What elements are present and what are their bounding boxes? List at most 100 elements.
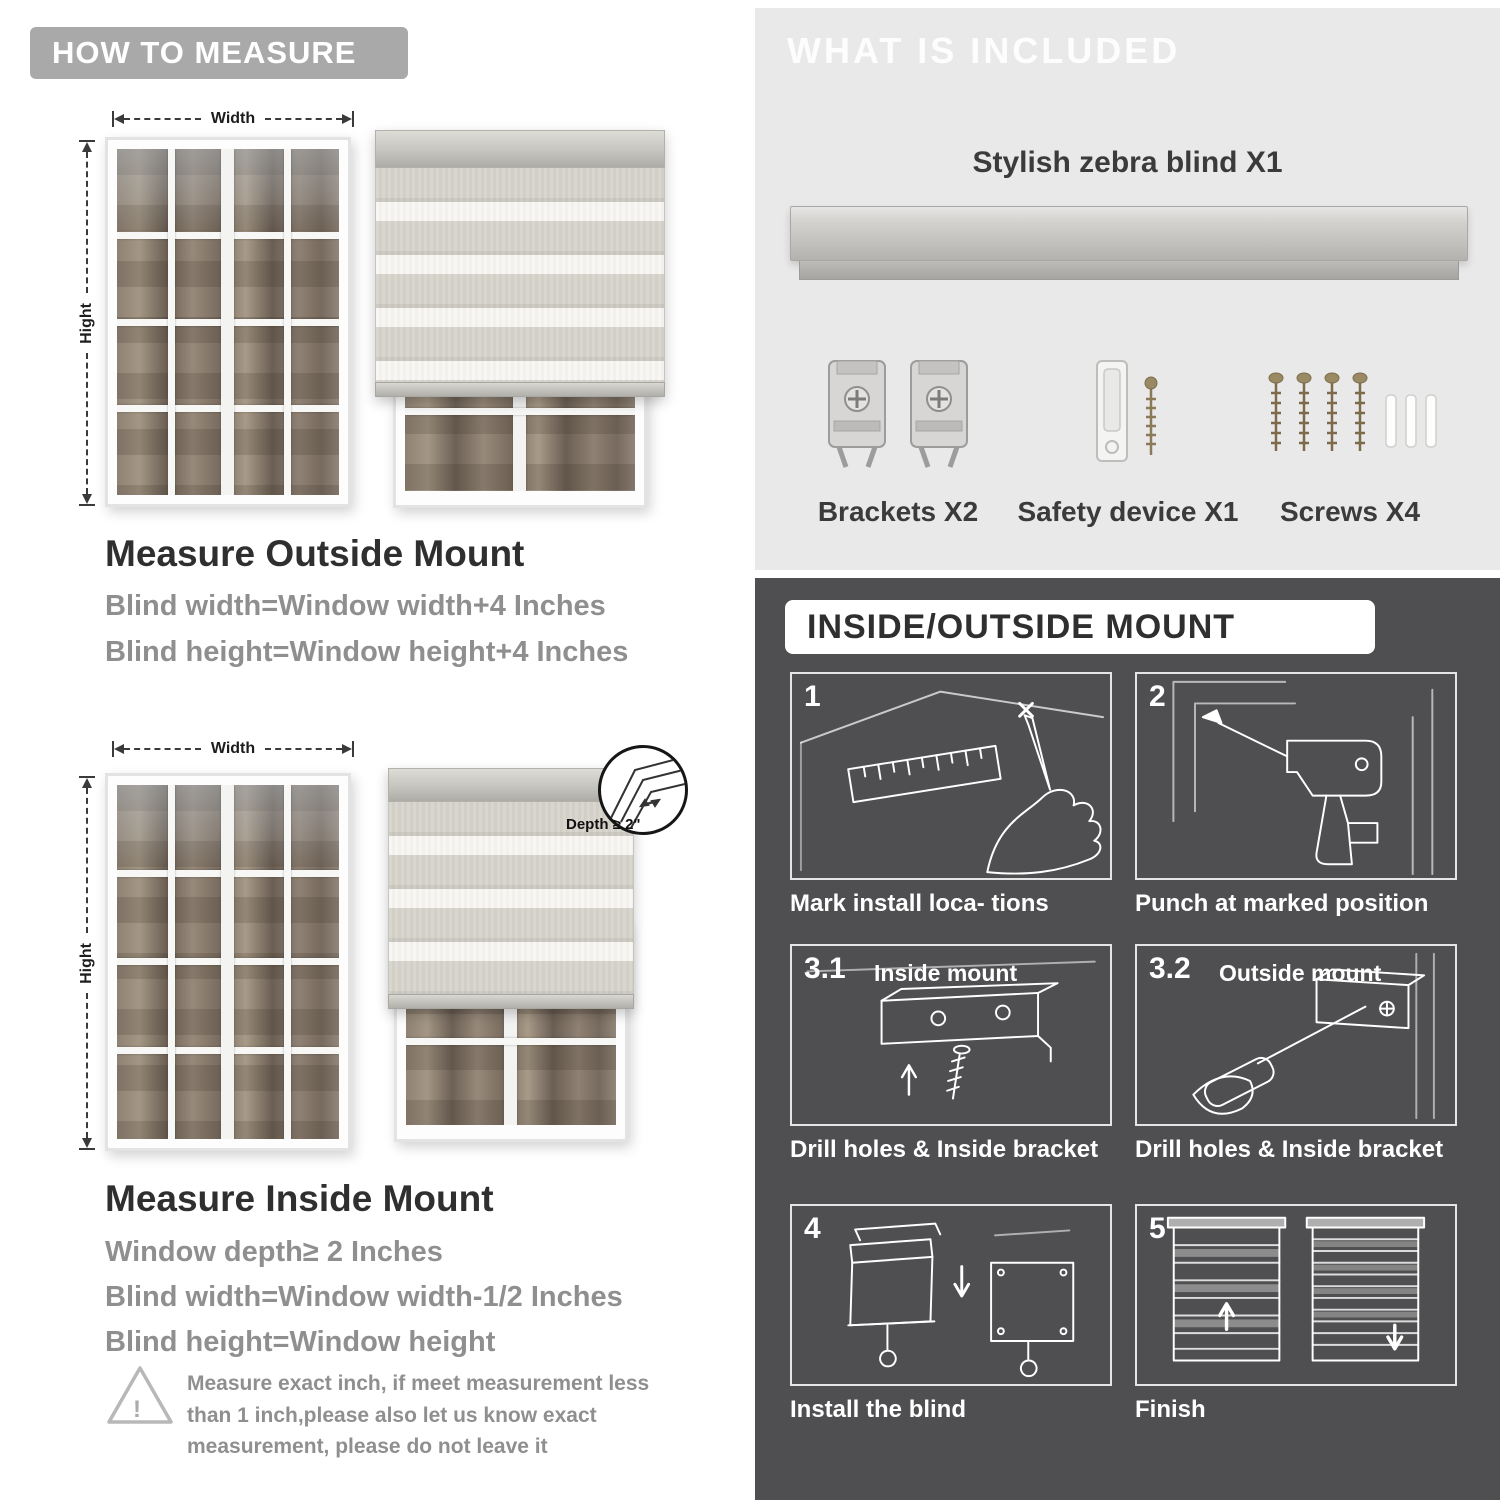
arrow-left-icon xyxy=(114,114,124,124)
bracket-icon xyxy=(910,360,968,468)
step-caption-4: Install the blind xyxy=(790,1396,967,1423)
step-caption-5: Finish xyxy=(1135,1396,1206,1423)
brackets-image xyxy=(821,344,975,486)
step-box-1: 1 xyxy=(790,672,1112,880)
step-caption-3-2: Drill holes & Inside bracket xyxy=(1135,1136,1444,1163)
depth-detail-circle xyxy=(598,745,688,835)
brackets-label: Brackets X2 xyxy=(817,496,979,527)
finish-illustration xyxy=(1166,1216,1426,1362)
step-number: 4 xyxy=(804,1212,821,1245)
measure-endcap xyxy=(79,776,95,778)
zebra-blind-headrail-image xyxy=(790,206,1468,282)
inside-mount-rule-1: Window depth≥ 2 Inches xyxy=(105,1236,443,1268)
step-mount-type-label: Outside mount xyxy=(1219,960,1382,986)
what-is-included-header: WHAT IS INCLUDED xyxy=(787,30,1181,71)
blind-zebra-stripes xyxy=(388,802,634,994)
included-item-screws: Screws X4 xyxy=(1235,344,1465,528)
measure-endcap xyxy=(79,1148,95,1150)
measure-endcap xyxy=(352,741,354,757)
width-label: Width xyxy=(210,110,256,127)
inside-mount-rule-2: Blind width=Window width-1/2 Inches xyxy=(105,1281,623,1313)
bracket-icon xyxy=(828,360,886,468)
outside-mount-rule-2: Blind height=Window height+4 Inches xyxy=(105,636,629,668)
step-box-2: 2 xyxy=(1135,672,1457,880)
arrow-down-icon xyxy=(82,1138,92,1148)
arrow-right-icon xyxy=(342,744,352,754)
measure-endcap xyxy=(112,111,114,127)
blind-cassette xyxy=(375,130,665,168)
window-muntin xyxy=(168,149,176,495)
window-photo-inside xyxy=(105,773,351,1151)
dashed-line xyxy=(265,748,342,750)
step-mount-type-label: Inside mount xyxy=(874,960,1018,986)
height-measure-arrow: Hight xyxy=(78,776,96,1150)
width-measure-arrow: Width xyxy=(112,110,354,128)
outside-mount-rule-1: Blind width=Window width+4 Inches xyxy=(105,590,606,622)
dashed-line xyxy=(86,993,88,1138)
step-number: 3.2 xyxy=(1149,952,1191,985)
dashed-line xyxy=(124,118,201,120)
drill-illustration xyxy=(1172,680,1434,876)
arrow-up-icon xyxy=(82,142,92,152)
headrail-lip xyxy=(799,261,1459,280)
arrow-up-icon xyxy=(82,778,92,788)
height-label: Hight xyxy=(78,942,95,984)
mount-header-title: INSIDE/OUTSIDE MOUNT xyxy=(807,607,1236,646)
measure-endcap xyxy=(79,504,95,506)
dashed-line xyxy=(86,152,88,293)
arrow-down-icon xyxy=(82,494,92,504)
step-box-3-2: 3.2 Outside mount xyxy=(1135,944,1457,1126)
measure-endcap xyxy=(79,140,95,142)
inside-mount-blind-illustration xyxy=(388,768,634,1142)
safety-device-icon xyxy=(1096,360,1158,462)
zebra-blind xyxy=(388,768,634,1009)
window-glass xyxy=(117,785,339,1139)
dashed-line xyxy=(86,788,88,933)
included-item-brackets: Brackets X2 xyxy=(793,344,1003,528)
outside-mount-blind-illustration xyxy=(375,130,665,508)
window-muntin xyxy=(283,785,291,1139)
step-caption-2: Punch at marked position xyxy=(1135,890,1429,917)
screws-icon xyxy=(1268,372,1437,451)
height-measure-arrow: Hight xyxy=(78,140,96,506)
window-photo-outside xyxy=(105,137,351,507)
width-measure-arrow: Width xyxy=(112,740,354,758)
measure-note-text: Measure exact inch, if meet measurement … xyxy=(187,1372,650,1458)
warning-triangle-icon xyxy=(107,1366,173,1424)
step-number: 1 xyxy=(804,680,821,713)
how-to-measure-header: HOW TO MEASURE xyxy=(30,27,408,79)
blind-bottom-rail xyxy=(388,994,634,1009)
inside-bracket-illustration xyxy=(806,960,1096,1100)
mount-instructions-panel: INSIDE/OUTSIDE MOUNT 1 Mark instal xyxy=(755,578,1500,1500)
arrow-left-icon xyxy=(114,744,124,754)
blind-cassette xyxy=(388,768,634,802)
height-label: Hight xyxy=(78,302,95,344)
step-number: 2 xyxy=(1149,680,1166,713)
zebra-blind-count-label: Stylish zebra blind X1 xyxy=(972,146,1283,179)
blind-bottom-rail xyxy=(375,382,665,397)
dashed-line xyxy=(265,118,342,120)
what-is-included-panel: WHAT IS INCLUDED Stylish zebra blind X1 xyxy=(755,8,1500,570)
warning-exclamation: ! xyxy=(133,1396,141,1423)
window-mullion xyxy=(221,149,234,495)
window-glass xyxy=(117,149,339,495)
step-box-3-1: 3.1 Inside mount xyxy=(790,944,1112,1126)
zebra-blind xyxy=(375,130,665,397)
outside-mount-title: Measure Outside Mount xyxy=(105,533,525,574)
step-number: 5 xyxy=(1149,1212,1166,1245)
mount-header-pill: INSIDE/OUTSIDE MOUNT xyxy=(785,600,1375,654)
screws-image xyxy=(1260,344,1440,486)
blind-zebra-stripes xyxy=(375,168,665,382)
inside-mount-title: Measure Inside Mount xyxy=(105,1178,494,1219)
safety-device-label: Safety device X1 xyxy=(1017,496,1239,527)
safety-device-image xyxy=(1083,344,1173,486)
measure-endcap xyxy=(352,111,354,127)
step-number: 3.1 xyxy=(804,952,846,985)
window-muntin xyxy=(406,1038,616,1046)
window-corner-depth-icon xyxy=(610,757,685,829)
inside-mount-rule-3: Blind height=Window height xyxy=(105,1326,496,1358)
install-blind-illustration xyxy=(847,1222,1075,1378)
window-mullion xyxy=(221,785,234,1139)
step-caption-1: Mark install loca- tions xyxy=(790,890,1049,917)
